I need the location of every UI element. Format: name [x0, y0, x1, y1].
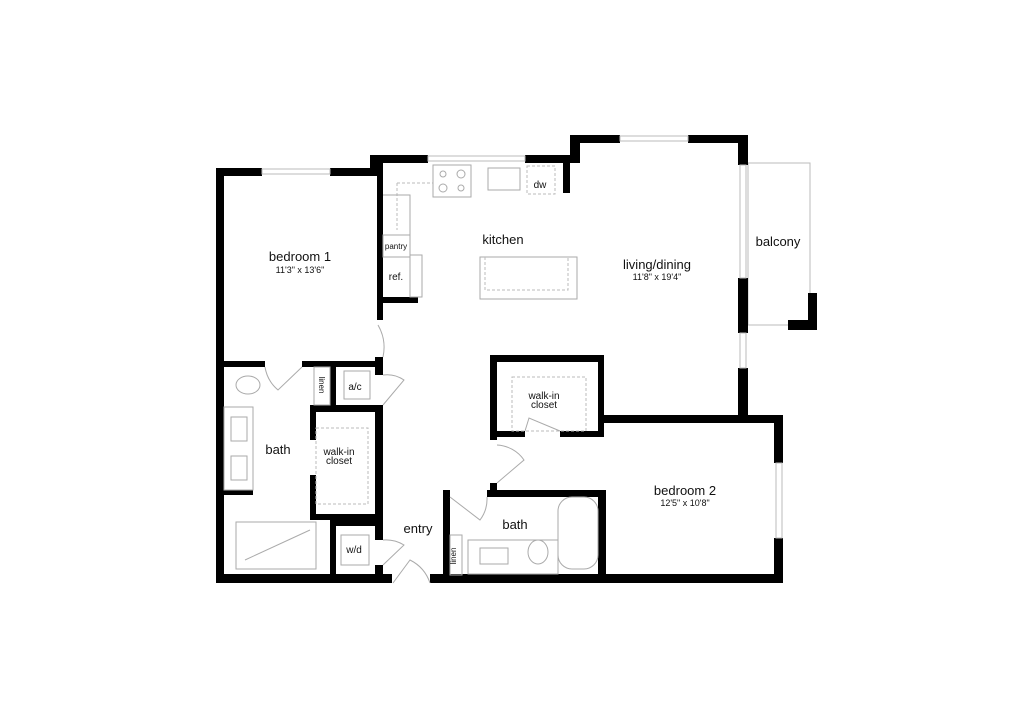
entry-label: entry [404, 521, 433, 536]
closet1-label-2: closet [326, 456, 352, 467]
kitchen-island [479, 256, 578, 300]
stove-icon [432, 164, 472, 198]
windows [261, 135, 783, 539]
linen1-label: linen [317, 377, 326, 394]
balcony-label: balcony [756, 234, 801, 249]
linen2-label: linen [449, 548, 458, 565]
ref-label: ref. [389, 272, 403, 283]
vanity [223, 406, 254, 491]
bathtub-icon [557, 496, 599, 570]
bedroom1-label: bedroom 1 [269, 249, 331, 264]
ac-label: a/c [348, 382, 361, 393]
living-label: living/dining [623, 257, 691, 272]
sink-icon [479, 547, 509, 565]
bathtub-icon [235, 521, 317, 570]
bath1-label: bath [265, 442, 290, 457]
bath2-label: bath [502, 517, 527, 532]
bedroom1-dims: 11'3" x 13'6" [276, 265, 325, 275]
ac-unit [343, 370, 371, 400]
balcony-outline [747, 162, 811, 326]
toilet-icon [527, 539, 549, 565]
closet1-label: walk-in [322, 447, 354, 458]
door-swing [377, 324, 385, 358]
sink-icon [487, 167, 521, 191]
walls [216, 135, 817, 583]
dw-label: dw [534, 180, 548, 191]
pantry [382, 234, 411, 258]
kitchen-label: kitchen [482, 232, 523, 247]
pantry-label: pantry [385, 242, 407, 251]
toilet-icon [235, 375, 261, 395]
bedroom2-dims: 12'5" x 10'8" [660, 498, 709, 508]
fixtures [223, 164, 599, 584]
bedroom2-label: bedroom 2 [654, 483, 716, 498]
living-dims: 11'8" x 19'4" [633, 272, 682, 282]
washer-dryer [340, 534, 370, 566]
closet2-label-2: closet [531, 400, 557, 411]
labels: bedroom 1 11'3" x 13'6" kitchen living/d… [265, 180, 801, 564]
wd-label: w/d [345, 545, 362, 556]
closet2-label: walk-in [527, 391, 559, 402]
